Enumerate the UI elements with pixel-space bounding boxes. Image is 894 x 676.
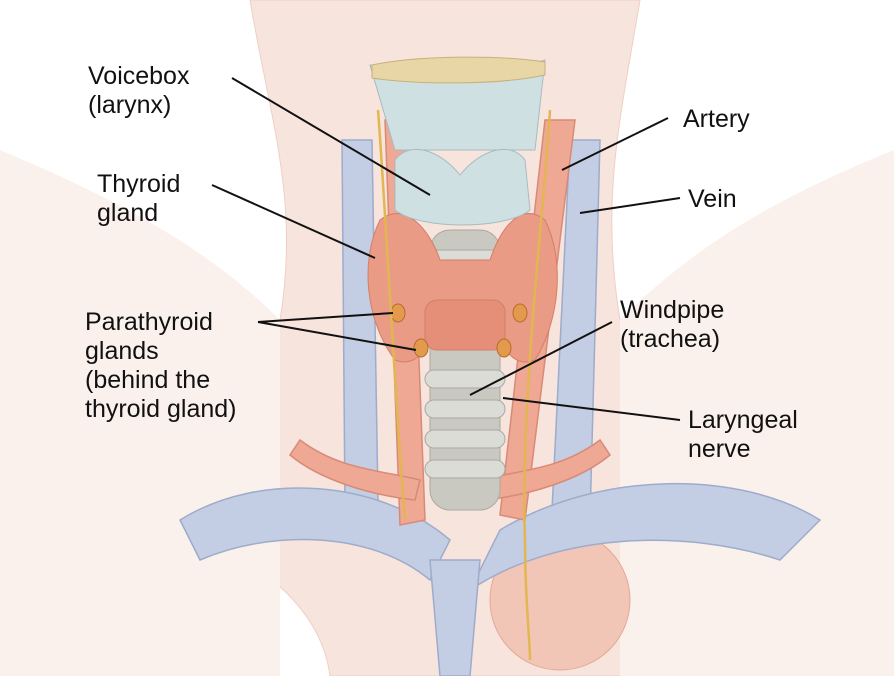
label-vein: Vein	[688, 185, 737, 214]
label-line: Parathyroid	[85, 308, 213, 336]
label-line: thyroid gland)	[85, 395, 237, 423]
label-voicebox: Voicebox (larynx)	[88, 62, 189, 120]
label-line: Vein	[688, 185, 737, 213]
label-line: (trachea)	[620, 325, 721, 353]
label-laryngeal-nerve: Laryngeal nerve	[688, 406, 798, 464]
label-line: Laryngeal	[688, 406, 798, 434]
label-line: Windpipe	[620, 296, 725, 324]
label-line: Thyroid	[97, 170, 181, 198]
label-parathyroid: Parathyroid glands (behind the thyroid g…	[85, 308, 236, 424]
label-line: Artery	[683, 105, 750, 133]
label-thyroid: Thyroid gland	[97, 170, 180, 228]
label-line: Voicebox	[88, 62, 190, 90]
label-artery: Artery	[683, 105, 750, 134]
label-line: (larynx)	[88, 91, 172, 119]
larynx	[369, 56, 546, 226]
label-windpipe: Windpipe (trachea)	[620, 296, 724, 354]
veins	[179, 139, 822, 676]
shoulder-skin-right	[620, 150, 894, 676]
label-line: gland	[97, 199, 159, 227]
label-line: glands	[85, 337, 159, 365]
label-line: nerve	[688, 435, 751, 463]
parathyroid-glands	[390, 303, 528, 358]
label-line: (behind the	[85, 366, 211, 394]
nerves	[376, 109, 552, 661]
leader-lines	[211, 77, 681, 421]
